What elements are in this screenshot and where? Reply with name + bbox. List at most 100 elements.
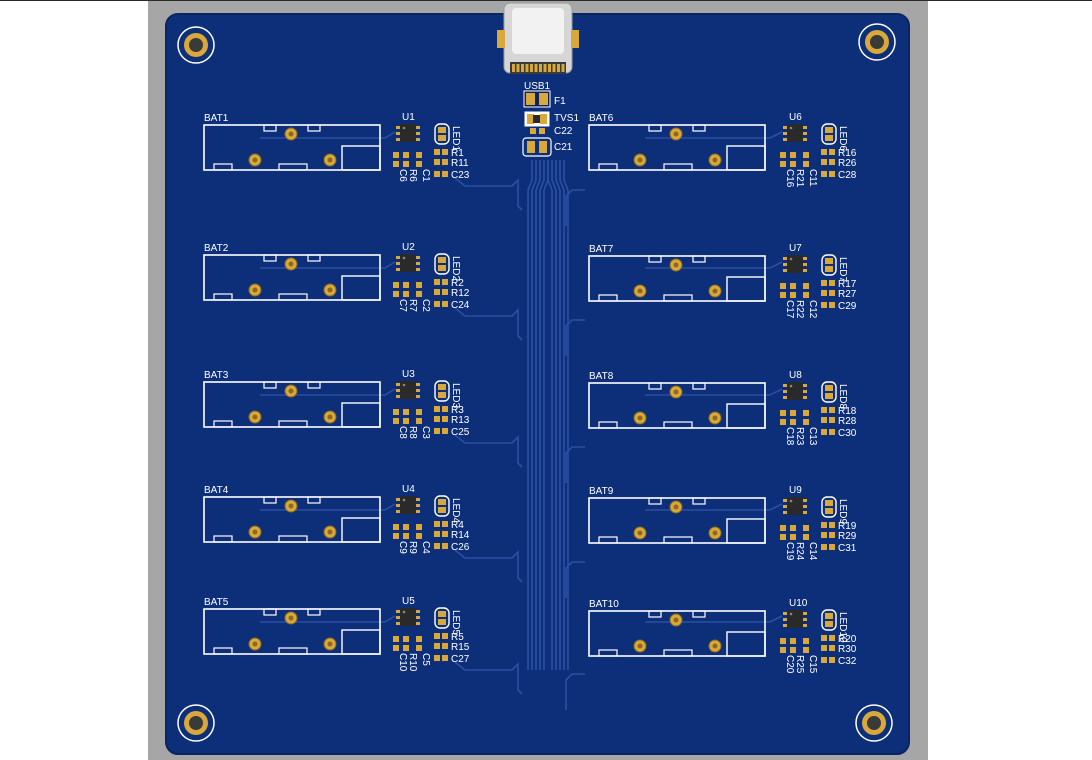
usb-c-connector	[497, 2, 579, 74]
tvs-pad	[540, 114, 547, 124]
c22-pad	[539, 128, 545, 134]
ic-pin	[801, 126, 807, 129]
battery-holder-tab	[726, 145, 766, 171]
smd-pad	[803, 292, 809, 298]
led-designator: LED3	[450, 383, 461, 408]
smd-pad	[790, 525, 796, 531]
smd-pad	[403, 533, 409, 539]
ic-pin	[396, 504, 402, 507]
battery-terminal-hole	[637, 157, 643, 163]
smd-pad	[780, 152, 786, 158]
smd-pad	[442, 171, 448, 177]
smd-pad	[434, 279, 440, 285]
charger-ic	[396, 381, 420, 399]
cap-designator: C24	[451, 300, 470, 311]
trace-bus-left	[539, 160, 545, 670]
ic-pin	[783, 257, 789, 260]
battery-designator: BAT6	[589, 113, 614, 124]
battery-holder-notch	[598, 163, 618, 171]
usb-c-pin	[512, 64, 515, 72]
smd-pad	[434, 428, 440, 434]
battery-holder-notch	[692, 610, 706, 618]
usb-c-pin	[557, 64, 560, 72]
smd-pad	[434, 531, 440, 537]
mounting-hole-ring	[177, 704, 215, 742]
ic-pin1-dot	[402, 610, 406, 614]
ic-pin	[414, 395, 420, 398]
smd-pad	[829, 149, 835, 155]
ic-pin	[396, 268, 402, 271]
battery-holder-notch	[307, 381, 321, 389]
cap-designator: C31	[838, 543, 857, 554]
led-designator: LED7	[837, 257, 848, 282]
cap-designator: C20	[784, 655, 795, 674]
led-pad	[825, 613, 833, 619]
tvs-body	[533, 115, 541, 123]
smd-pad	[821, 429, 827, 435]
smd-pad	[803, 647, 809, 653]
cap-designator: C19	[784, 542, 795, 561]
smd-pad	[434, 289, 440, 295]
ic-designator: U10	[789, 598, 808, 609]
ic-pin	[783, 511, 789, 514]
led-designator: LED8	[837, 384, 848, 409]
ic-body	[787, 124, 803, 142]
ic-designator: U5	[402, 596, 415, 607]
smd-pad	[442, 633, 448, 639]
led-pad	[438, 384, 446, 390]
battery-holder-notch	[263, 381, 277, 389]
battery-terminal-hole	[673, 504, 679, 510]
ic-pin	[783, 263, 789, 266]
smd-pad	[780, 525, 786, 531]
resistor-designator: R18	[838, 406, 857, 417]
led-pad	[825, 258, 833, 264]
battery-terminal-hole	[327, 157, 333, 163]
smd-pad	[434, 543, 440, 549]
ic-body	[400, 254, 416, 272]
battery-holder-notch	[598, 421, 618, 429]
ic-pin	[414, 622, 420, 625]
smd-pad	[403, 409, 409, 415]
battery-holder-tab	[726, 518, 766, 544]
battery-holder-notch	[648, 497, 662, 505]
led-pad	[825, 135, 833, 141]
trace-left-branch	[454, 307, 523, 341]
ic-pin	[783, 612, 789, 615]
smd-pad	[442, 159, 448, 165]
battery-holder-notch	[692, 124, 706, 132]
smd-pad	[829, 657, 835, 663]
mounting-hole-ring	[177, 26, 215, 64]
battery-holder-notch	[213, 535, 233, 543]
usb-c-pin	[543, 64, 547, 72]
smd-pad	[434, 416, 440, 422]
smd-pad	[393, 524, 399, 530]
cap-designator: C29	[838, 301, 857, 312]
battery-terminal-hole	[637, 643, 643, 649]
charger-ic	[783, 382, 807, 400]
battery-terminal-hole	[327, 529, 333, 535]
ic-pin	[396, 389, 402, 392]
smd-pad	[829, 635, 835, 641]
ic-designator: U6	[789, 112, 802, 123]
trace-left-cell	[260, 388, 396, 396]
smd-pad	[416, 409, 422, 415]
smd-pad	[821, 522, 827, 528]
led-designator: LED5	[450, 610, 461, 635]
charger-ic	[783, 497, 807, 515]
smd-pad	[393, 291, 399, 297]
battery-holder-tab	[726, 403, 766, 429]
battery-terminal-hole	[637, 530, 643, 536]
charger-ic	[783, 255, 807, 273]
ic-body	[787, 382, 803, 400]
resistor-designator: R5	[451, 632, 464, 643]
smd-pad	[829, 429, 835, 435]
battery-holder-notch	[663, 649, 693, 657]
resistor-designator: R2	[451, 278, 464, 289]
smd-pad	[442, 543, 448, 549]
resistor-designator: R24	[794, 542, 805, 561]
usb-c-pin	[516, 64, 520, 72]
smd-pad	[803, 410, 809, 416]
mounting-hole-bore	[867, 716, 881, 730]
ic-designator: U3	[402, 369, 415, 380]
